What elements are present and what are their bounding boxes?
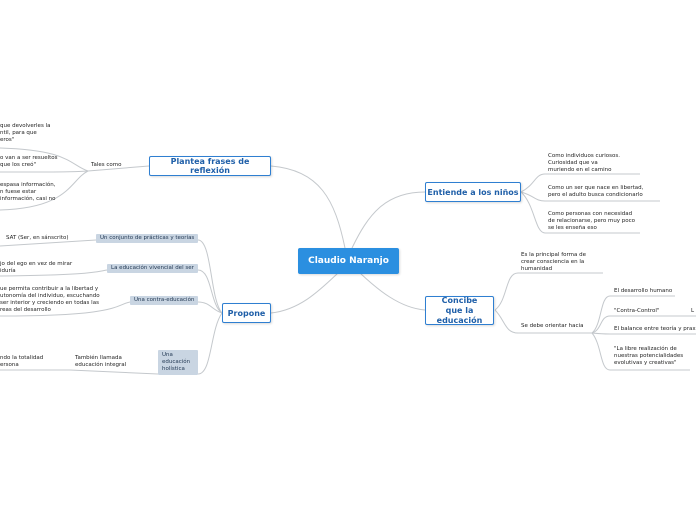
tag-contra-educacion[interactable]: Una contra-educación [130, 296, 199, 305]
text-quote-2: o van a ser resueltos que los creó" [0, 155, 58, 169]
node-concibe[interactable]: Concibe que la educación [425, 296, 494, 325]
node-entiende[interactable]: Entiende a los niños [425, 182, 521, 202]
text-orientar-cut: L [691, 308, 695, 314]
link-orientar-3 [591, 332, 696, 335]
link-orientar-2 [591, 315, 696, 334]
text-tambien: También llamada educación integral [75, 355, 127, 369]
link-propone-tag3 [197, 301, 223, 314]
link-central-propone [270, 272, 339, 314]
text-sat: SAT (Ser, en sánscrito) [6, 235, 69, 241]
link-orientar-4 [591, 332, 690, 371]
text-entiende-3: Como personas con necesidad de relaciona… [548, 211, 636, 232]
text-entiende-1: Como individuos curiosos. Curiosidad que… [548, 153, 620, 174]
link-tag4-tambien [69, 369, 159, 375]
link-propone-tag4 [197, 312, 223, 375]
link-tag3-contra [0, 301, 131, 317]
text-orientar-3: El balance entre teoría y prax [614, 326, 696, 332]
link-concibe-orientar [494, 309, 592, 334]
tag-educacion-vivencial[interactable]: La educación vivencial del ser [107, 264, 198, 273]
text-orientar-2: "Contra-Control" [614, 308, 660, 314]
link-entiende-2 [520, 191, 660, 202]
text-entiende-2: Como un ser que nace en libertad, pero e… [548, 185, 644, 199]
link-tales-quote3 [0, 170, 89, 211]
link-tag1-sat [0, 239, 97, 247]
node-propone[interactable]: Propone [222, 303, 271, 323]
text-orientar: Se debe orientar hacia [521, 323, 584, 329]
text-tales-como: Tales como [91, 162, 122, 168]
text-quote-1: que devolverles la ntil, para que eros" [0, 123, 51, 144]
node-plantea[interactable]: Plantea frases de reflexión [149, 156, 271, 176]
text-ego: jo del ego en vez de mirar iduría [0, 261, 73, 275]
text-orientar-4: "La libre realización de nuestras potenc… [614, 346, 684, 367]
link-tag2-ego [0, 269, 108, 277]
link-plantea-tales [87, 165, 150, 172]
tag-educacion-holistica[interactable]: Una educación holística [158, 350, 198, 375]
link-central-concibe [359, 272, 426, 311]
link-concibe-first [494, 272, 603, 311]
text-totalidad: ndo la totalidad ersona [0, 355, 44, 369]
link-central-plantea [270, 165, 346, 249]
text-quote-3: espasa información, n fuese estar inform… [0, 182, 56, 203]
link-entiende-3 [520, 191, 640, 234]
link-orientar-1 [591, 295, 675, 334]
link-entiende-1 [520, 173, 640, 193]
link-tales-quote1 [0, 147, 89, 172]
text-orientar-1: El desarrollo humano [614, 288, 673, 294]
tag-conjunto-practicas[interactable]: Un conjunto de prácticas y teorías [96, 234, 199, 243]
text-concibe-first: Es la principal forma de crear conscienc… [521, 252, 587, 273]
text-contra-desc: ue permita contribuir a la libertad y ut… [0, 286, 100, 314]
link-tales-quote2 [0, 170, 89, 173]
link-propone-tag1 [197, 239, 223, 314]
link-propone-tag2 [197, 269, 223, 314]
link-central-entiende [351, 191, 426, 249]
central-node[interactable]: Claudio Naranjo [298, 248, 399, 274]
